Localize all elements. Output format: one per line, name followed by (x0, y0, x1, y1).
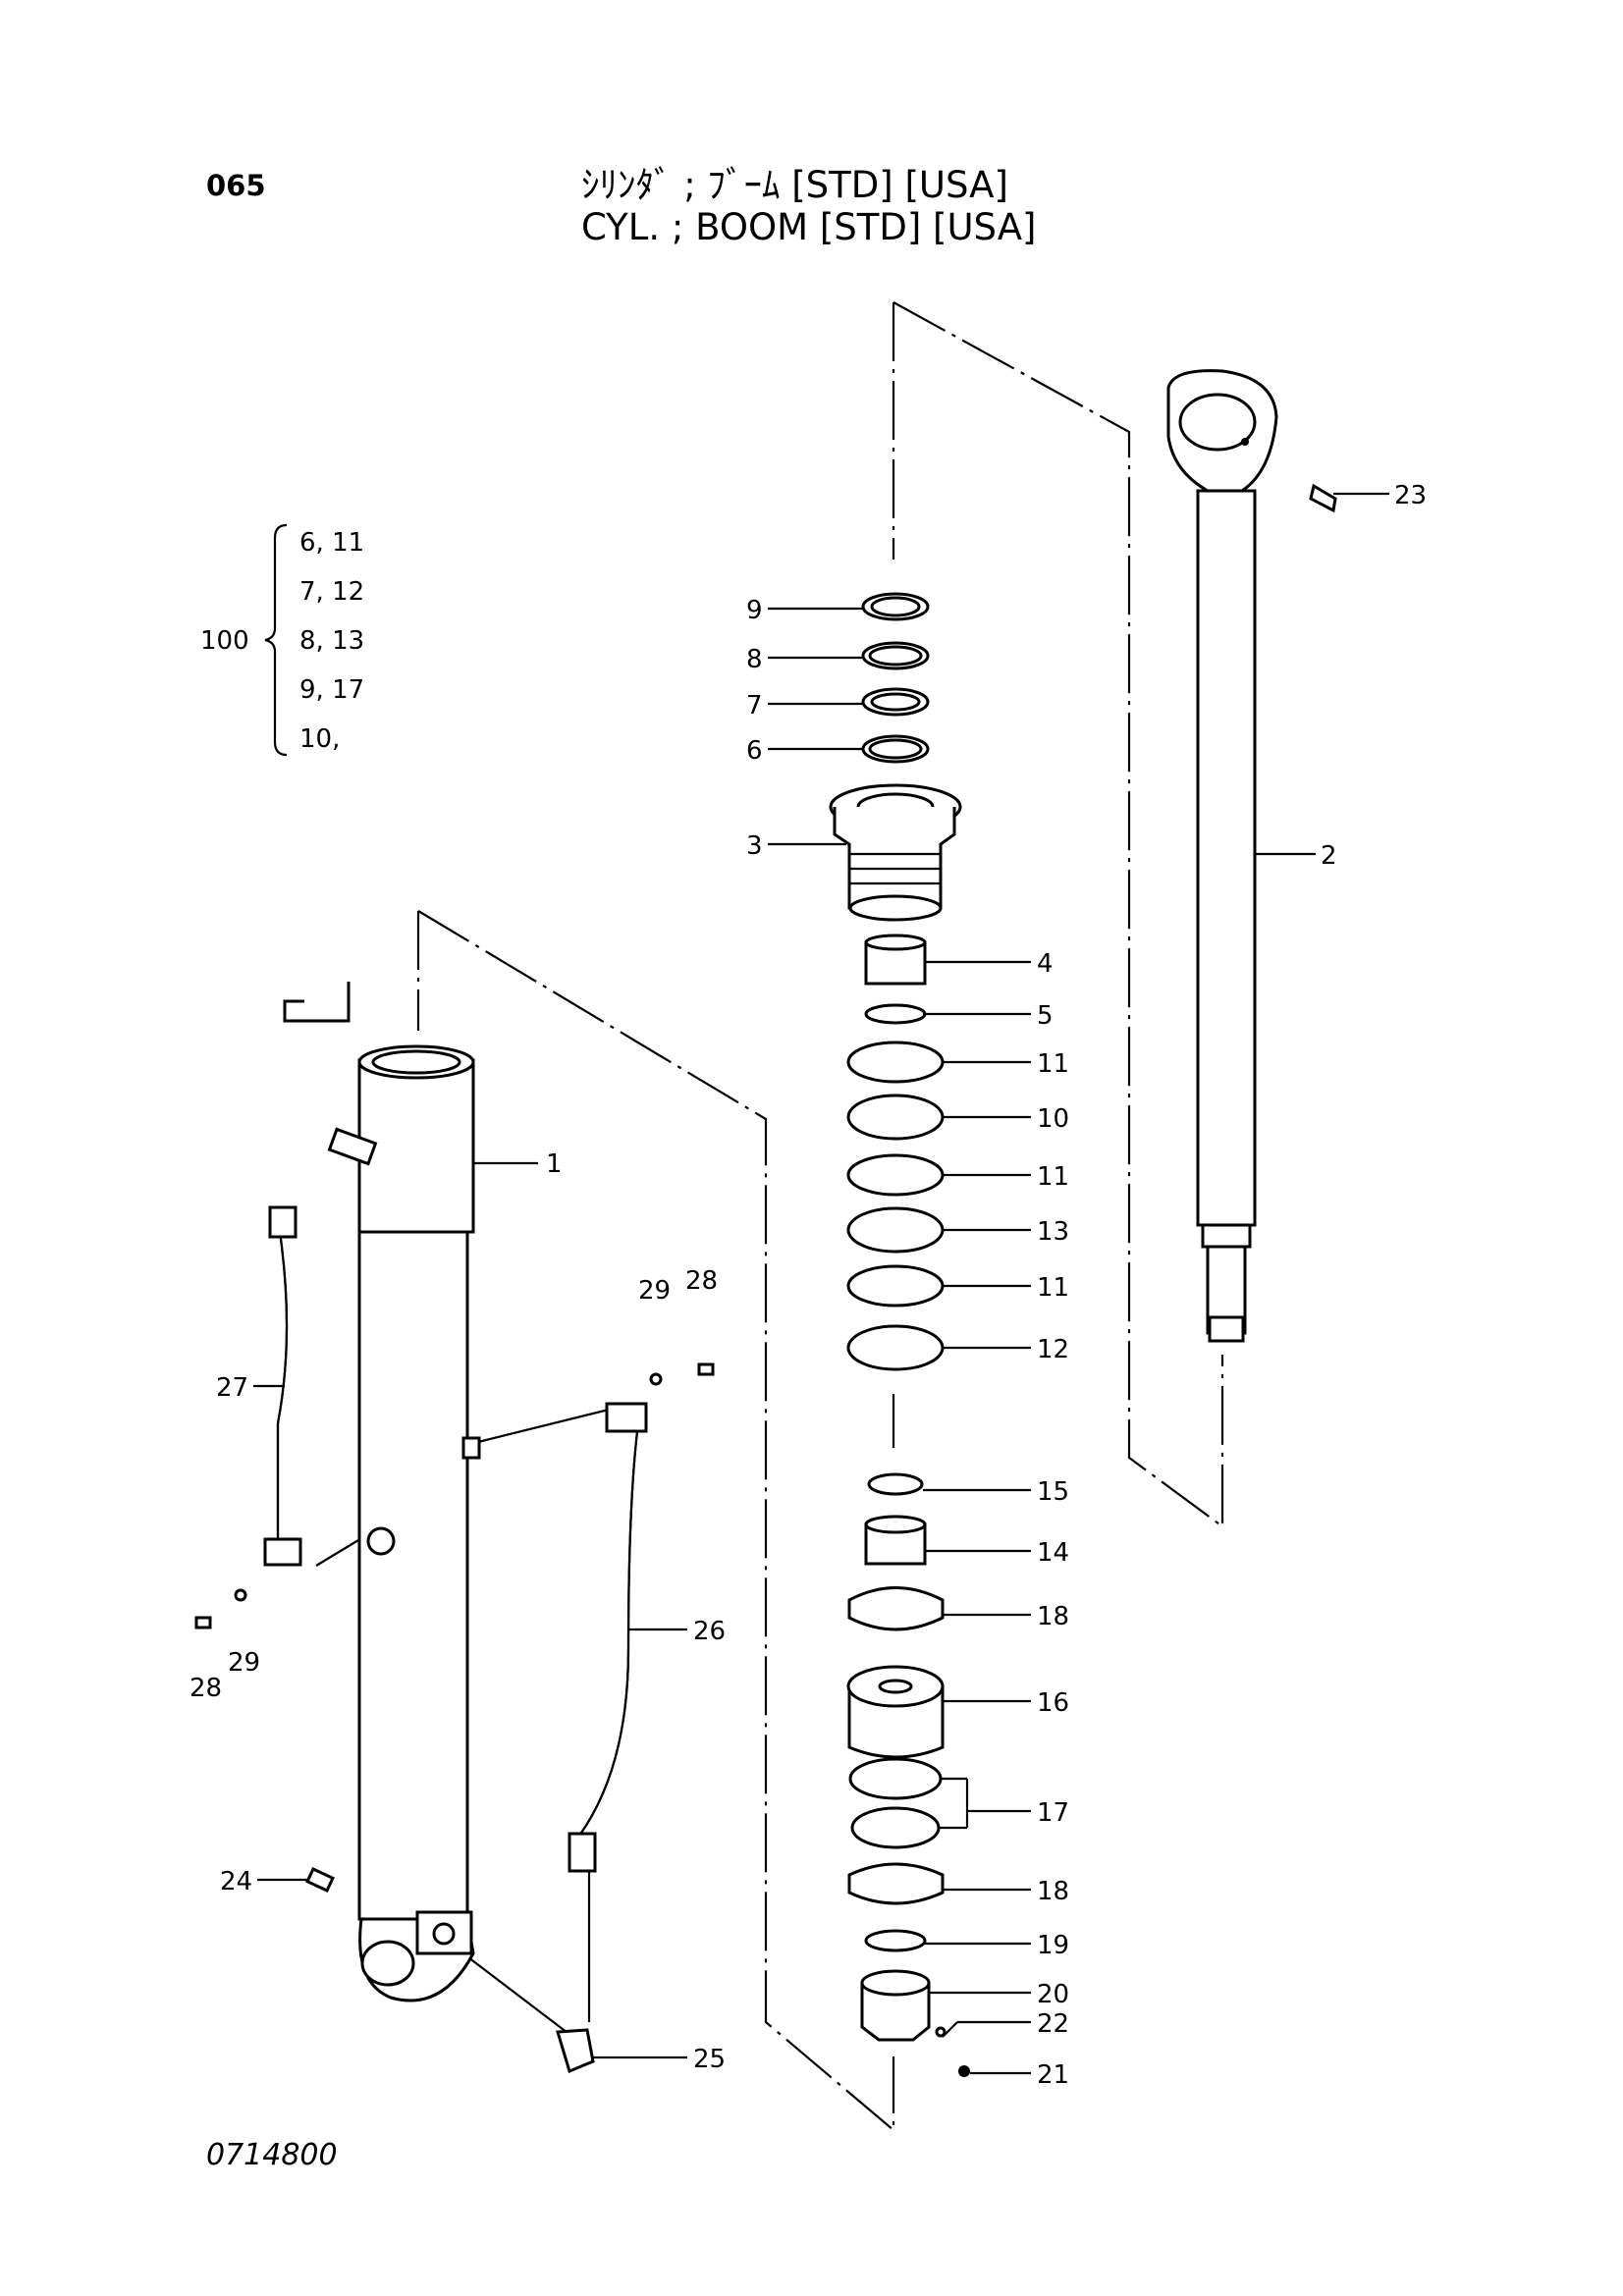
assembly-lines (315, 301, 1224, 2133)
callout-1: 1 (546, 1149, 563, 1179)
callout-21: 21 (1037, 2060, 1069, 2090)
kit-row: 10, (299, 724, 341, 754)
callout-10: 10 (1037, 1104, 1069, 1134)
kit-row: 9, 17 (299, 675, 365, 705)
callout-24: 24 (220, 1867, 252, 1896)
callout-22: 22 (1037, 2009, 1069, 2039)
drawing-code: 0714800 (206, 2138, 338, 2172)
cylinder-head (829, 783, 962, 922)
callout-11: 11 (1037, 1273, 1069, 1303)
callout-15: 15 (1037, 1477, 1069, 1507)
callout-28: 28 (189, 1674, 222, 1703)
page-number: 065 (206, 169, 266, 202)
callout-26: 26 (693, 1617, 726, 1646)
hoses (263, 982, 648, 2074)
callout-27: 27 (216, 1373, 248, 1403)
fittings (194, 483, 1337, 1893)
callout-19: 19 (1037, 1931, 1069, 1960)
callout-11: 11 (1037, 1049, 1069, 1079)
callout-28: 28 (685, 1266, 718, 1296)
callout-labels: 1 2 23 9 8 7 6 3 4 5 11 10 11 13 11 12 1… (189, 481, 1427, 2090)
callout-23: 23 (1394, 481, 1427, 510)
leader-lines (253, 492, 1389, 2075)
callout-14: 14 (1037, 1538, 1069, 1568)
callout-18: 18 (1037, 1602, 1069, 1631)
seal-rings-upper (846, 592, 945, 1371)
callout-7: 7 (746, 691, 763, 721)
kit-row: 6, 11 (299, 528, 365, 558)
callout-18: 18 (1037, 1877, 1069, 1906)
kit-row: 7, 12 (299, 577, 365, 607)
callout-4: 4 (1037, 949, 1054, 979)
seal-kit-number: 100 (200, 626, 249, 656)
callout-29: 29 (638, 1276, 671, 1306)
callout-8: 8 (746, 645, 763, 674)
piston-rod (1166, 369, 1278, 1343)
callout-3: 3 (746, 831, 763, 861)
title-english: CYL. ; BOOM [STD] [USA] (581, 206, 1037, 248)
kit-row: 8, 13 (299, 626, 365, 656)
callout-29: 29 (228, 1648, 260, 1678)
callout-13: 13 (1037, 1217, 1069, 1247)
kit-brace (264, 523, 288, 757)
callout-17: 17 (1037, 1798, 1069, 1828)
callout-20: 20 (1037, 1980, 1069, 2009)
callout-11: 11 (1037, 1162, 1069, 1192)
callout-5: 5 (1037, 1001, 1054, 1031)
callout-2: 2 (1321, 841, 1337, 871)
callout-25: 25 (693, 2045, 726, 2074)
title-japanese: ｼﾘﾝﾀﾞ ; ﾌﾞｰﾑ [STD] [USA] (581, 164, 1008, 206)
callout-6: 6 (746, 736, 763, 766)
piston-parts-lower (846, 1472, 970, 2077)
callout-12: 12 (1037, 1335, 1069, 1364)
callout-16: 16 (1037, 1688, 1069, 1718)
callout-9: 9 (746, 596, 763, 625)
cylinder-tube (327, 1044, 481, 2002)
